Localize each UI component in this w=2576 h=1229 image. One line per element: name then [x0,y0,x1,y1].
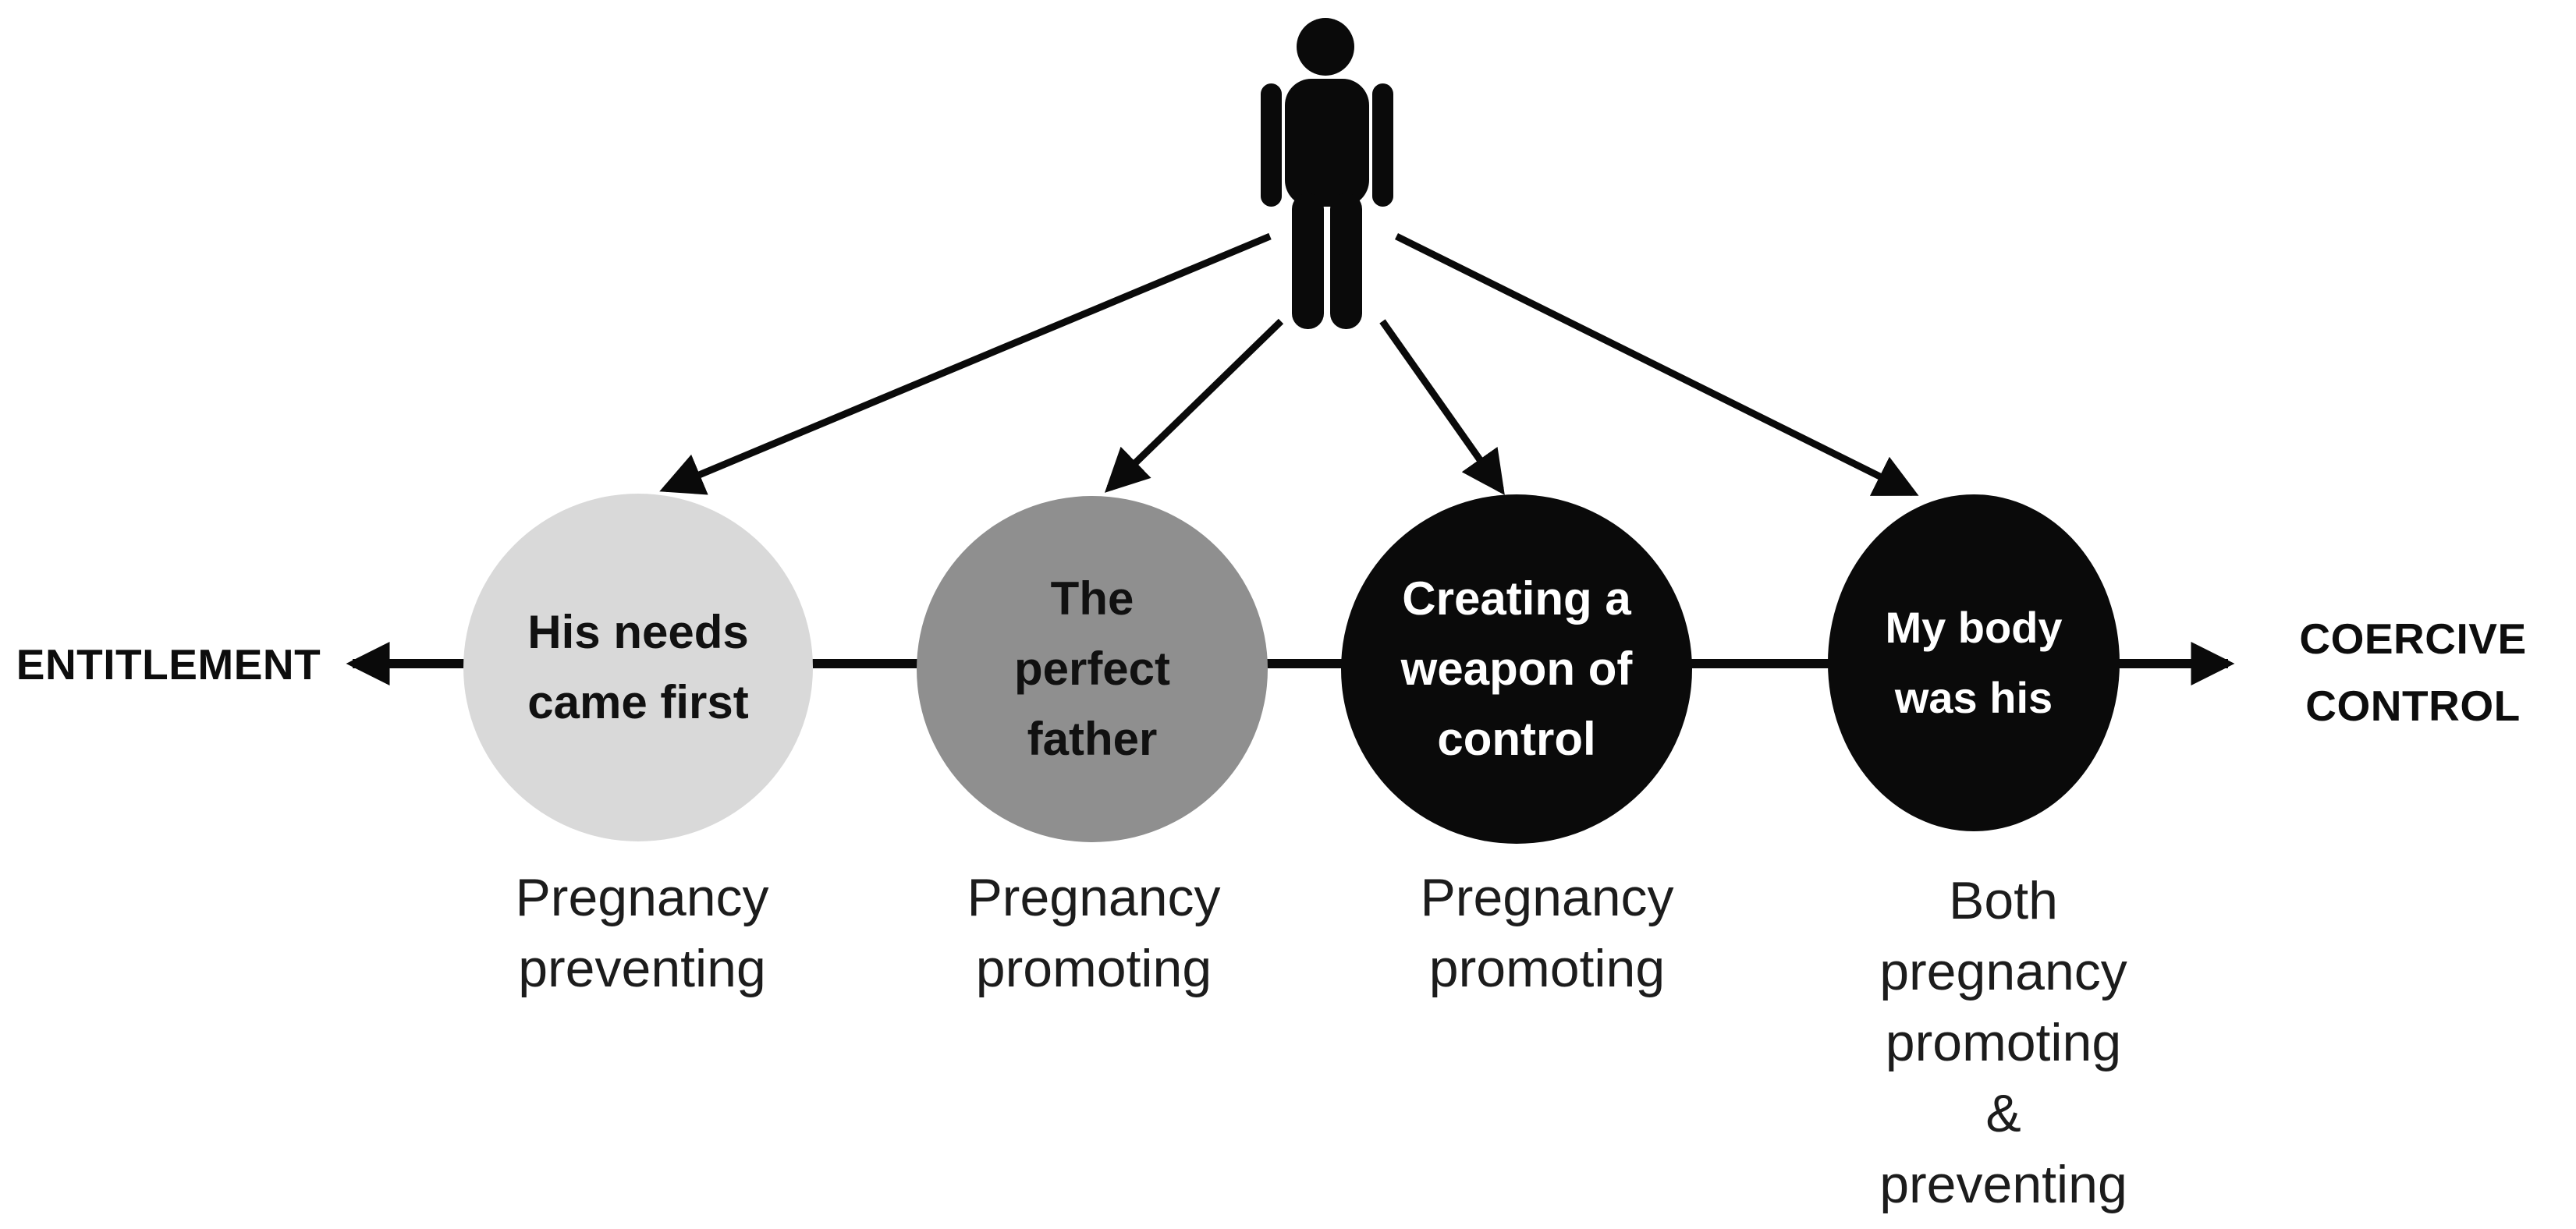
arrow-to-node-1 [659,232,1272,495]
person-right-arm [1372,83,1393,207]
arrow-to-node-3 [1379,319,1505,495]
person-head [1297,18,1354,76]
person-right-leg [1330,193,1362,329]
node-label-the-perfect-father: The perfect father [1013,572,1171,765]
axis-label-entitlement: ENTITLEMENT [16,640,321,689]
arrow-to-node-2 [1104,318,1284,493]
node-label-my-body-was-his: My body was his [1885,603,2063,722]
radiating-arrows [659,232,1919,497]
caption-pregnancy-promoting-1: Pregnancy promoting [967,868,1221,998]
caption-both-pregnancy-promoting-and-preventing: Both pregnancy promoting & preventing [1879,871,2127,1214]
node-circle-my-body-was-his [1828,494,2120,831]
node-circle-creating-a-weapon-of-control [1341,494,1692,844]
caption-pregnancy-preventing: Pregnancy preventing [515,868,769,998]
node-circle-the-perfect-father [917,496,1268,842]
person-left-leg [1292,193,1324,329]
person-icon [1261,18,1393,329]
node-label-his-needs-came-first: His needs came first [527,606,749,728]
person-torso [1285,79,1369,207]
arrow-to-node-4 [1394,232,1919,497]
node-label-creating-a-weapon-of-control: Creating a weapon of control [1400,572,1633,765]
node-circle-his-needs-came-first [463,494,813,841]
caption-pregnancy-promoting-2: Pregnancy promoting [1420,868,1674,998]
person-left-arm [1261,83,1282,207]
axis-label-coercive-control: COERCIVE CONTROL [2299,614,2527,730]
